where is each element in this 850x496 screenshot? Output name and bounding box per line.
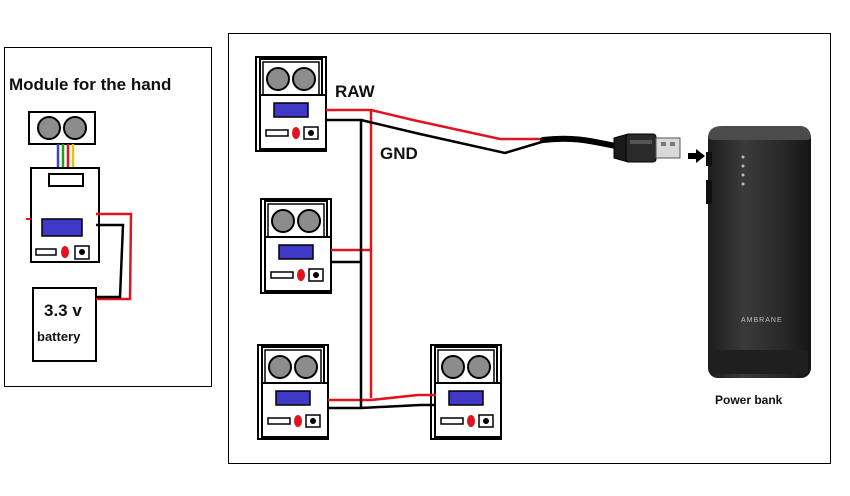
raw-wiring	[326, 108, 545, 402]
module-2	[260, 198, 332, 294]
battery-label: battery	[37, 329, 81, 344]
battery-icon	[32, 287, 97, 362]
left-panel-title: Module for the hand	[9, 75, 171, 94]
module-3	[257, 344, 329, 440]
usb-plug-icon	[540, 133, 681, 163]
module-4	[430, 344, 502, 440]
battery-voltage: 3.3 v	[44, 301, 82, 320]
hand-sensor-icon	[28, 111, 96, 145]
battery-raw-wire	[96, 212, 133, 301]
arrow-icon	[688, 149, 705, 163]
right-panel: RAW GND AMBRANE	[228, 33, 831, 464]
raw-label: RAW	[335, 82, 376, 101]
left-panel: Module for the hand 3.3 v	[4, 47, 212, 387]
gnd-wiring	[326, 118, 546, 410]
module-1	[255, 56, 327, 152]
power-bank-brand: AMBRANE	[741, 317, 783, 324]
power-bank-caption: Power bank	[715, 393, 783, 407]
power-bank-icon	[706, 126, 811, 378]
hand-board	[30, 167, 100, 263]
gnd-label: GND	[380, 144, 418, 163]
battery-gnd-wire	[96, 223, 125, 299]
